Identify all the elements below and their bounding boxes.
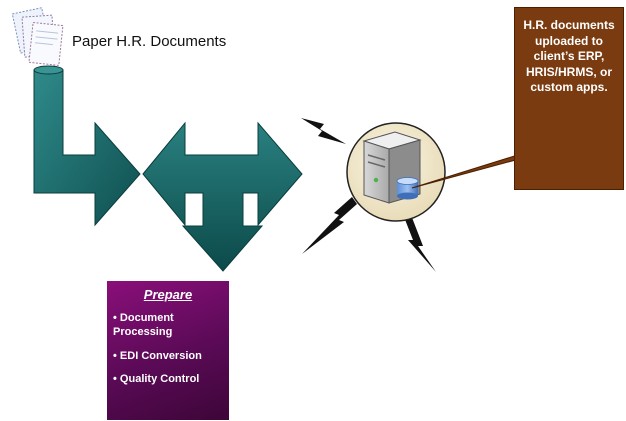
prepare-box: Prepare Document Processing EDI Conversi…	[107, 281, 229, 420]
lightning-bolt-icon	[301, 118, 436, 272]
pipe-opening	[33, 65, 64, 75]
prepare-list: Document Processing EDI Conversion Quali…	[113, 312, 223, 387]
prepare-item-quality-control: Quality Control	[113, 373, 223, 387]
callout-text: H.R. documents uploaded to client’s ERP,…	[523, 18, 615, 95]
prepare-item-document-processing: Document Processing	[113, 312, 223, 340]
paper-documents-label: Paper H.R. Documents	[72, 33, 227, 50]
callout-box: H.R. documents uploaded to client’s ERP,…	[514, 7, 624, 190]
database-icon	[396, 177, 419, 200]
t-arrow	[142, 121, 303, 272]
server-node	[346, 122, 446, 222]
paper-documents-icon	[11, 7, 64, 66]
prepare-title: Prepare	[143, 287, 193, 302]
flow-arrows	[33, 65, 303, 272]
elbow-arrow	[33, 69, 141, 227]
prepare-item-edi-conversion: EDI Conversion	[113, 350, 223, 364]
